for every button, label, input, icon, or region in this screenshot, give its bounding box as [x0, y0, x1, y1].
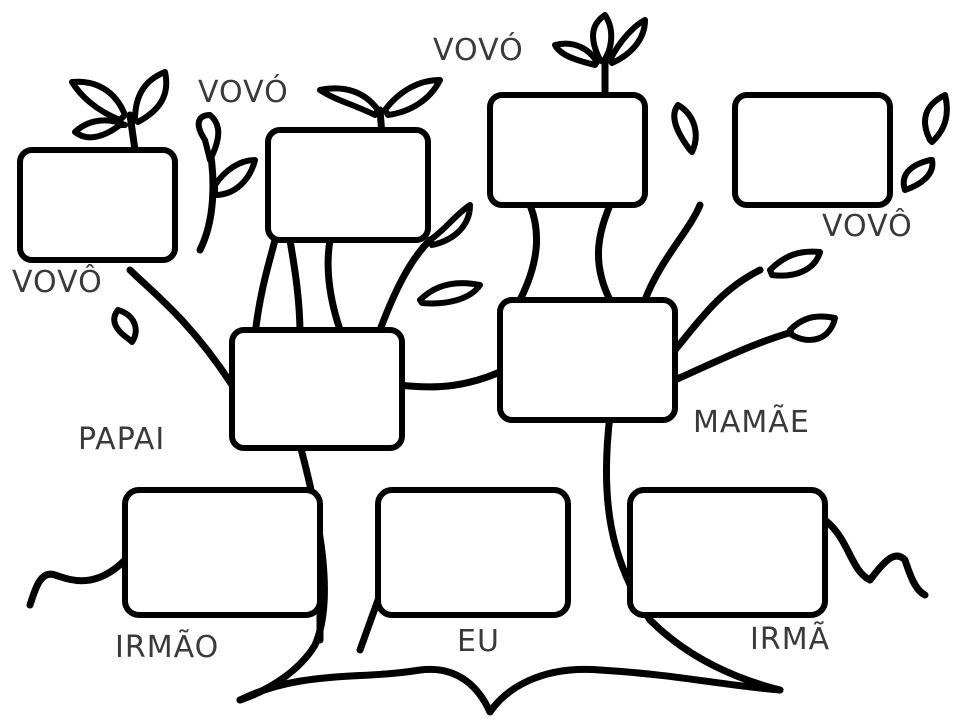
tree-leaves — [69, 12, 950, 345]
label-sister: IRMÃ — [750, 622, 831, 657]
frame-father — [229, 327, 405, 451]
frame-sister — [627, 487, 828, 618]
frame-me — [375, 487, 571, 618]
label-grandma-left: VOVÓ — [198, 75, 289, 110]
label-brother: IRMÃO — [115, 630, 220, 665]
frame-grandma-left — [265, 127, 431, 243]
frame-grandma-right — [487, 92, 648, 208]
tree-vines — [26, 516, 929, 609]
label-mother: MAMÃE — [693, 405, 810, 440]
label-me: EU — [457, 624, 500, 659]
photo-frames — [17, 92, 893, 618]
tree-branches — [126, 146, 804, 654]
label-grandpa-left: VOVÔ — [12, 265, 103, 300]
label-grandma-right: VOVÓ — [433, 33, 524, 68]
label-grandpa-right: VOVÔ — [822, 209, 913, 244]
frame-grandpa-right — [732, 92, 893, 208]
frame-grandpa-left — [17, 147, 178, 263]
frame-mother — [497, 297, 678, 423]
label-father: PAPAI — [78, 422, 166, 457]
frame-brother — [122, 487, 323, 618]
